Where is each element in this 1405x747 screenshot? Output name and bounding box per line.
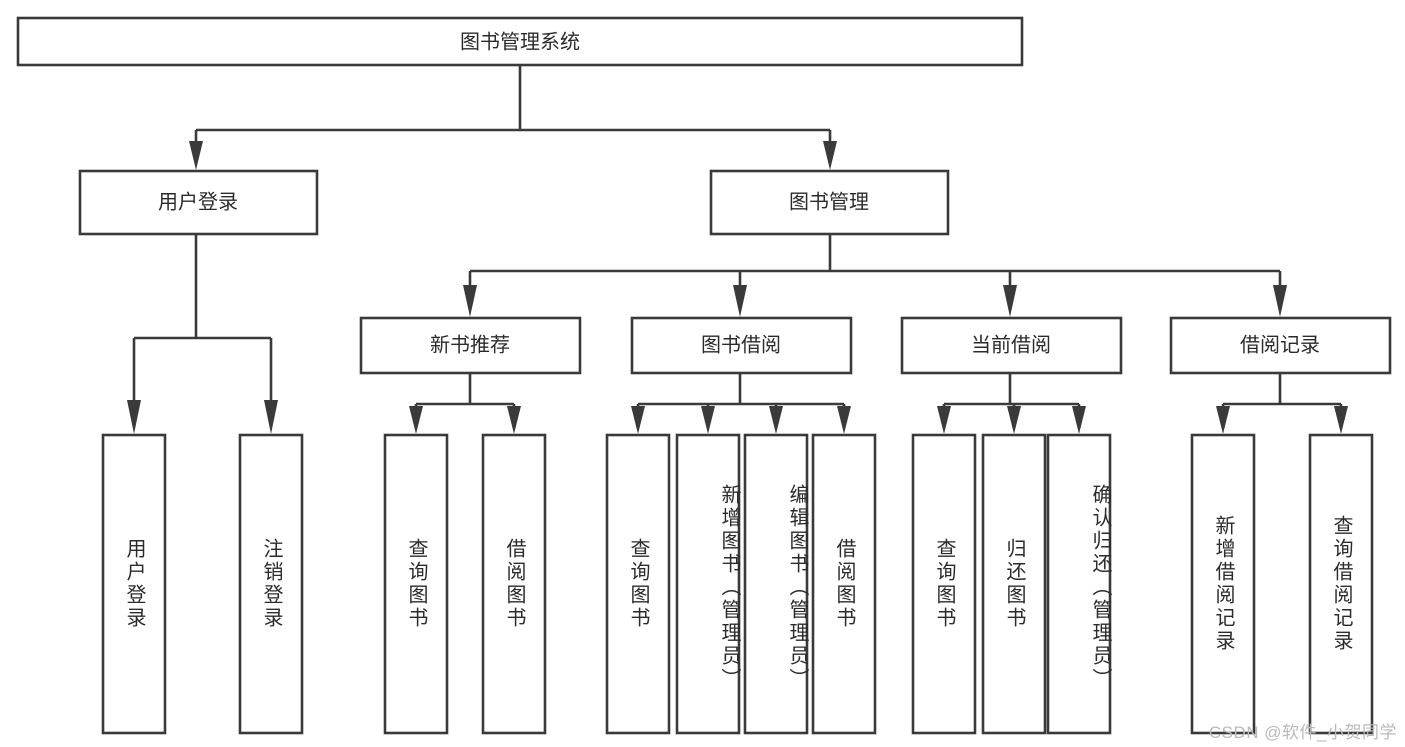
arrow-head-icon [733,285,747,317]
node-new-book-recommend-box[interactable] [359,316,582,375]
csdn-watermark: CSDN @软件_小贺同学 [1208,723,1397,742]
leaf-box-logout[interactable] [238,433,304,735]
node-borrow-record[interactable]: 借阅记录 [1169,316,1392,375]
arrow-head-icon [937,406,951,434]
arrow-head-icon [769,406,783,434]
leaf-box-borrow-book-1[interactable] [481,433,547,735]
connector-group-user-login [127,234,278,434]
leaf-box-borrow-book-2[interactable] [811,433,877,735]
connector-group-borrow-book [631,373,851,434]
node-current-borrow-label: 当前借阅 [971,333,1051,356]
node-user-login[interactable]: 用户登录 [78,169,319,236]
node-book-management[interactable]: 图书管理 [709,169,950,236]
arrow-head-icon [264,400,278,434]
node-root-label: 图书管理系统 [460,30,580,53]
leaf-box-user-login[interactable] [101,433,167,735]
connector-group-borrow-record [1216,373,1348,434]
arrow-head-icon [701,406,715,434]
leaf-box-return-book[interactable] [981,433,1047,735]
arrow-head-icon [1007,406,1021,434]
leaf-box-query-borrow-record[interactable] [1308,433,1374,735]
connector-group-new-book [409,373,521,434]
node-book-borrow[interactable]: 图书借阅 [630,316,853,375]
arrow-head-icon [1273,285,1287,317]
arrow-head-icon [189,141,203,170]
arrow-head-icon [127,400,141,434]
arrow-head-icon [823,141,837,170]
connector-group-book-mgmt [463,234,1287,317]
arrow-head-icon [463,285,477,317]
leaf-boxes [101,433,1374,735]
connector-group-root [189,65,837,170]
leaf-box-add-book-admin[interactable] [675,433,741,735]
leaf-box-query-book-3[interactable] [911,433,977,735]
node-current-borrow[interactable]: 当前借阅 [900,316,1123,375]
arrow-head-icon [1334,406,1348,434]
leaf-box-edit-book-admin[interactable] [743,433,809,735]
arrow-head-icon [1216,406,1230,434]
leaf-box-query-book-2[interactable] [605,433,671,735]
node-root[interactable]: 图书管理系统 [16,16,1024,67]
node-current-borrow-box[interactable] [900,316,1123,375]
node-borrow-record-box[interactable] [1169,316,1392,375]
arrow-head-icon [1072,406,1086,434]
leaf-box-add-borrow-record[interactable] [1190,433,1256,735]
node-new-book-recommend[interactable]: 新书推荐 [359,316,582,375]
connector-group-current-borrow [937,373,1086,434]
node-user-login-label: 用户登录 [158,190,238,213]
arrow-head-icon [507,406,521,434]
node-root-box[interactable] [16,16,1024,67]
node-borrow-record-label: 借阅记录 [1240,333,1320,356]
node-book-management-label: 图书管理 [789,190,869,213]
arrow-head-icon [409,406,423,434]
node-new-book-recommend-label: 新书推荐 [430,333,510,356]
node-book-borrow-label: 图书借阅 [701,333,781,356]
node-user-login-box[interactable] [78,169,319,236]
arrow-head-icon [837,406,851,434]
leaf-box-confirm-return-admin[interactable] [1046,433,1112,735]
leaf-box-query-book-1[interactable] [383,433,449,735]
node-book-management-box[interactable] [709,169,950,236]
arrow-head-icon [1003,285,1017,317]
node-book-borrow-box[interactable] [630,316,853,375]
arrow-head-icon [631,406,645,434]
